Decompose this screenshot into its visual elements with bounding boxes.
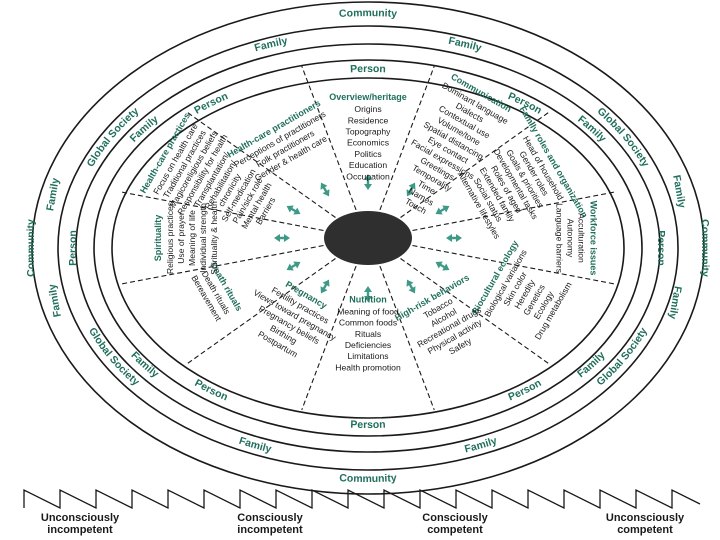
ring-label-person: Person <box>350 419 386 431</box>
ring-person-inner <box>111 77 625 419</box>
domain-1: Overview/heritageOriginsResidenceTopogra… <box>329 92 407 181</box>
domain-item: Individual strength <box>198 203 208 273</box>
ring-label-family: Family <box>46 283 64 318</box>
spoke <box>379 65 435 211</box>
spokes <box>120 65 616 411</box>
stage-unconsciously-competent: Unconsciously competent <box>585 512 705 536</box>
spoke <box>400 111 550 218</box>
domain-4: Workforce issuesAcculturationAutonomyLan… <box>554 201 598 276</box>
arrows <box>274 174 462 302</box>
ring-label-community: Community <box>339 472 397 485</box>
spoke <box>400 258 550 365</box>
ring-label-family: Family <box>666 285 684 320</box>
ring-label-person: Person <box>67 230 79 266</box>
domain-item: Acculturation <box>576 213 586 263</box>
spoke <box>301 65 357 211</box>
ring-label-person: Person <box>193 377 230 403</box>
competence-scale-line <box>23 488 701 510</box>
double-arrow-icon <box>364 286 372 302</box>
double-arrow-icon <box>446 234 462 242</box>
double-arrow-icon <box>286 205 301 215</box>
stage-line2: competent <box>617 524 673 536</box>
domain-item: Rituals <box>355 329 381 339</box>
domain-heading: Overview/heritage <box>329 92 407 102</box>
ring-label-family: Family <box>44 177 62 212</box>
ring-label-person: Person <box>350 63 386 75</box>
domain-item: Use of prayer <box>176 212 186 264</box>
stage-line1: Unconsciously <box>605 512 685 524</box>
domain-item: Occupation <box>346 171 390 181</box>
ring-family-inner <box>93 59 643 437</box>
stage-line2: competent <box>427 524 483 536</box>
domain-item: Meaning of food <box>337 306 399 316</box>
double-arrow-icon <box>286 261 301 271</box>
domain-item: Meaning of life <box>187 210 197 266</box>
double-arrow-icon <box>320 279 330 294</box>
ring-family-outer <box>75 43 661 453</box>
domain-item: Limitations <box>347 351 388 361</box>
center-core <box>324 211 412 265</box>
domain-item: Common foods <box>339 318 397 328</box>
spoke <box>120 191 324 232</box>
double-arrow-icon <box>435 205 450 215</box>
domain-item: Economics <box>347 138 389 148</box>
domain-item: Education <box>349 160 387 170</box>
stage-line2: incompetent <box>237 524 303 536</box>
ring-label-community: Community <box>339 7 398 20</box>
domain-item: Health promotion <box>335 362 401 372</box>
stage-consciously-incompetent: Consciously incompetent <box>210 512 330 536</box>
domain-item: Origins <box>354 104 381 114</box>
domain-item: Religious practices <box>165 202 175 274</box>
domain-item: Language barriers <box>554 203 564 273</box>
ring-community-inner <box>57 25 679 471</box>
domain-item: Politics <box>354 149 381 159</box>
double-arrow-icon <box>406 279 416 294</box>
ring-label-family: Family <box>670 174 688 209</box>
stage-unconsciously-incompetent: Unconsciously incompetent <box>20 512 140 536</box>
ring-label-person: Person <box>506 377 543 403</box>
double-arrow-icon <box>320 182 330 197</box>
double-arrow-icon <box>274 234 290 242</box>
spoke <box>301 265 357 411</box>
double-arrow-icon <box>364 174 372 190</box>
domain-heading: Nutrition <box>349 294 387 304</box>
ring-label-person: Person <box>655 230 667 266</box>
spoke <box>186 111 336 218</box>
domain-item: Topography <box>346 127 392 137</box>
ring-outer <box>31 1 705 495</box>
double-arrow-icon <box>435 261 450 271</box>
stage-line1: Unconsciously <box>40 512 120 524</box>
stage-line2: incompetent <box>47 524 113 536</box>
ring-label-family: Family <box>237 435 272 456</box>
domain-item: Autonomy <box>565 219 575 258</box>
domain-heading: Workforce issues <box>588 201 598 276</box>
ring-label-community: Community <box>699 219 711 277</box>
ring-label-family: Family <box>463 435 498 456</box>
domain-item: Spirituality & health <box>209 201 219 275</box>
spoke <box>412 244 616 285</box>
spoke <box>379 265 435 411</box>
domain-item: Deficiencies <box>345 340 391 350</box>
domain-heading: Spirituality <box>153 215 163 262</box>
ring-label-community: Community <box>25 219 37 277</box>
stage-line1: Consciously <box>237 512 303 524</box>
spoke <box>120 244 324 285</box>
stage-line1: Consciously <box>422 512 488 524</box>
spoke <box>412 191 616 232</box>
double-arrow-icon <box>406 182 416 197</box>
domain-item: Residence <box>348 115 389 125</box>
spoke <box>186 258 336 365</box>
stage-consciously-competent: Consciously competent <box>395 512 515 536</box>
